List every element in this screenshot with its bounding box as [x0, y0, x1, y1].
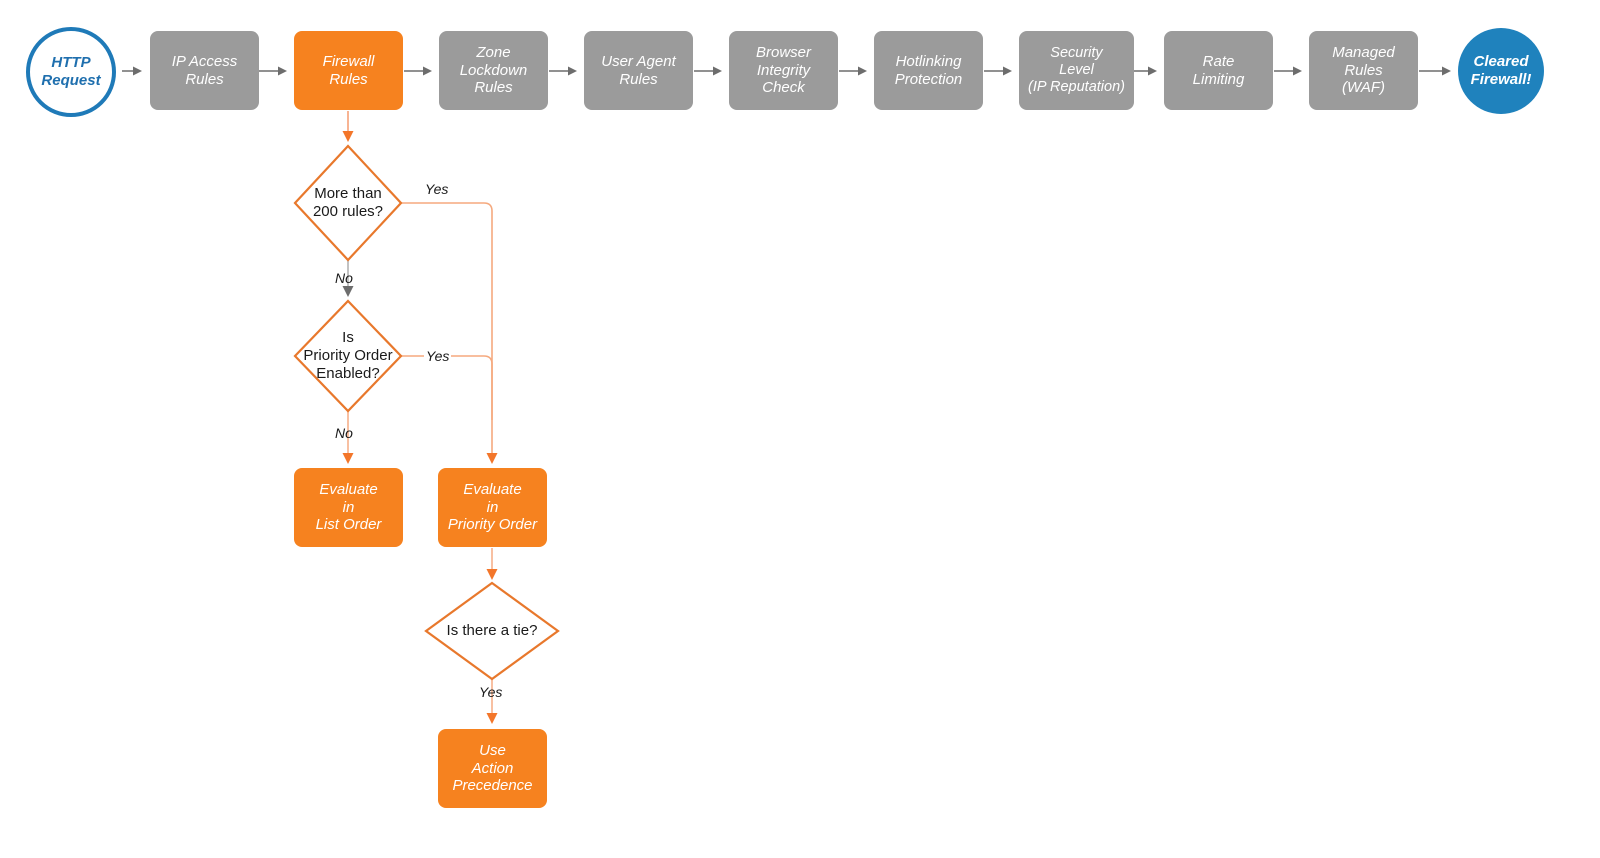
- node-evaluate-priority-order[interactable]: Evaluate in Priority Order: [438, 468, 547, 547]
- node-use-action-precedence-label: Use Action Precedence: [452, 741, 533, 795]
- edge-label-priority-yes: Yes: [424, 348, 452, 364]
- node-browser-integrity-check-label: Browser Integrity Check: [755, 43, 811, 97]
- node-zone-lockdown-rules[interactable]: Zone Lockdown Rules: [439, 31, 548, 110]
- node-use-action-precedence[interactable]: Use Action Precedence: [438, 729, 547, 808]
- edge-label-priority-no: No: [335, 425, 353, 441]
- decision-more-than-200-rules[interactable]: More than 200 rules?: [278, 146, 418, 260]
- node-ip-access-rules-label: IP Access Rules: [171, 52, 238, 88]
- edge-label-rules200-yes: Yes: [425, 181, 449, 197]
- decision-is-there-a-tie[interactable]: Is there a tie?: [426, 583, 558, 679]
- node-managed-rules-waf[interactable]: Managed Rules (WAF): [1309, 31, 1418, 110]
- decision-is-there-a-tie-label: Is there a tie?: [446, 622, 538, 639]
- edge-label-rules200-no: No: [335, 270, 353, 286]
- node-evaluate-list-order-label: Evaluate in List Order: [315, 480, 382, 534]
- decision-priority-order-enabled[interactable]: Is Priority Order Enabled?: [278, 301, 418, 411]
- node-http-request[interactable]: HTTP Request: [26, 27, 116, 117]
- node-managed-rules-waf-label: Managed Rules (WAF): [1332, 43, 1395, 97]
- edge-label-tie-yes: Yes: [479, 684, 503, 700]
- node-cleared-firewall[interactable]: Cleared Firewall!: [1458, 28, 1544, 114]
- node-security-level[interactable]: Security Level (IP Reputation): [1019, 31, 1134, 110]
- node-rate-limiting[interactable]: Rate Limiting: [1164, 31, 1273, 110]
- node-security-level-label: Security Level (IP Reputation): [1028, 44, 1125, 96]
- node-cleared-firewall-label: Cleared Firewall!: [1470, 53, 1532, 88]
- node-http-request-label: HTTP Request: [41, 54, 101, 89]
- node-rate-limiting-label: Rate Limiting: [1192, 52, 1245, 88]
- node-zone-lockdown-rules-label: Zone Lockdown Rules: [459, 43, 528, 97]
- node-user-agent-rules-label: User Agent Rules: [601, 52, 676, 88]
- node-ip-access-rules[interactable]: IP Access Rules: [150, 31, 259, 110]
- decision-more-than-200-rules-label: More than 200 rules?: [312, 185, 384, 220]
- node-firewall-rules-label: Firewall Rules: [322, 52, 375, 88]
- node-evaluate-list-order[interactable]: Evaluate in List Order: [294, 468, 403, 547]
- node-browser-integrity-check[interactable]: Browser Integrity Check: [729, 31, 838, 110]
- decision-priority-order-enabled-label: Is Priority Order Enabled?: [303, 329, 393, 382]
- node-hotlinking-protection-label: Hotlinking Protection: [894, 52, 963, 88]
- node-user-agent-rules[interactable]: User Agent Rules: [584, 31, 693, 110]
- node-evaluate-priority-order-label: Evaluate in Priority Order: [447, 480, 538, 534]
- node-firewall-rules[interactable]: Firewall Rules: [294, 31, 403, 110]
- node-hotlinking-protection[interactable]: Hotlinking Protection: [874, 31, 983, 110]
